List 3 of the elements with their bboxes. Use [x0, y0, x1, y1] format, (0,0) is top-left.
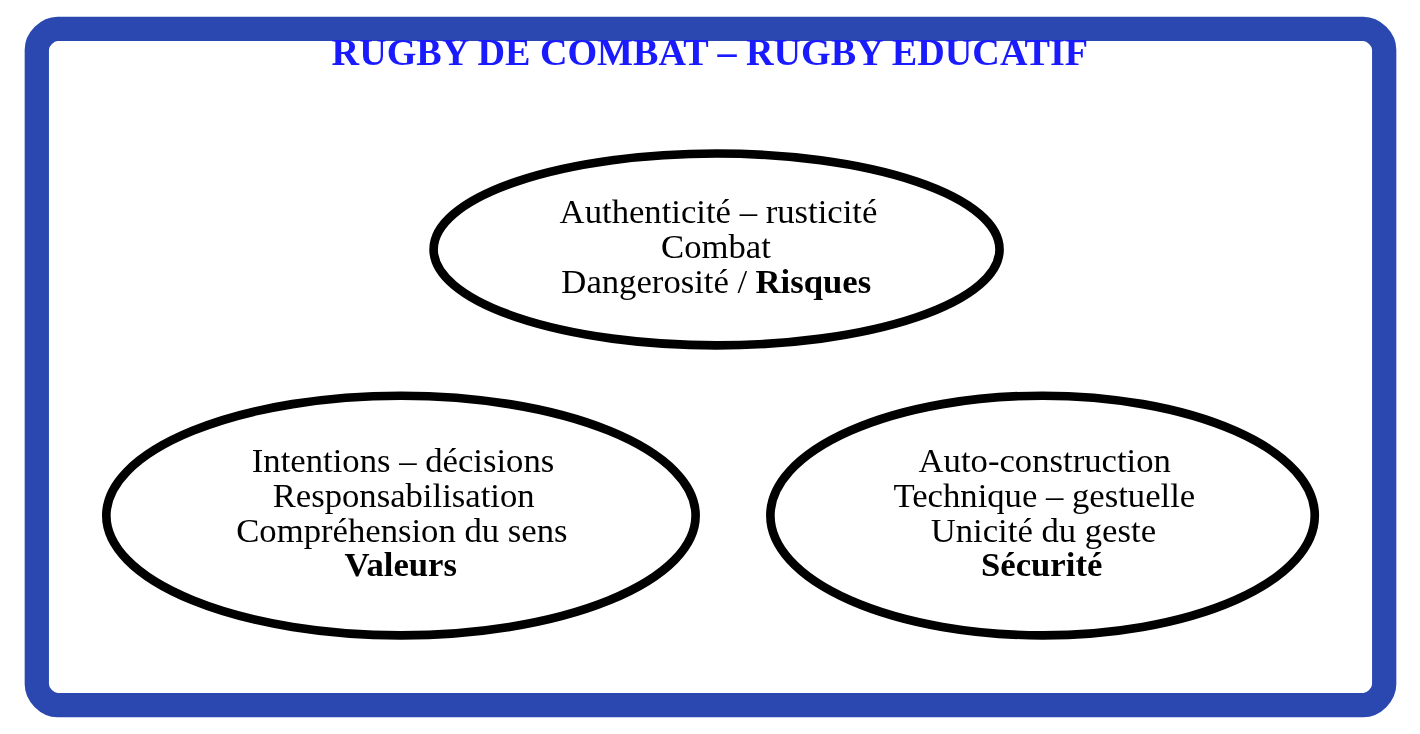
- node-ellipse: Intentions – décisions Responsabilisation Compréhension du sens Valeurs: [101, 391, 700, 640]
- node-ellipse: Auto-construction Technique – gestuelle Unicité du geste Sécurité: [765, 391, 1319, 640]
- node-ellipse: Authenticité – rusticité Combat Dangerosité / Risques: [428, 149, 1004, 350]
